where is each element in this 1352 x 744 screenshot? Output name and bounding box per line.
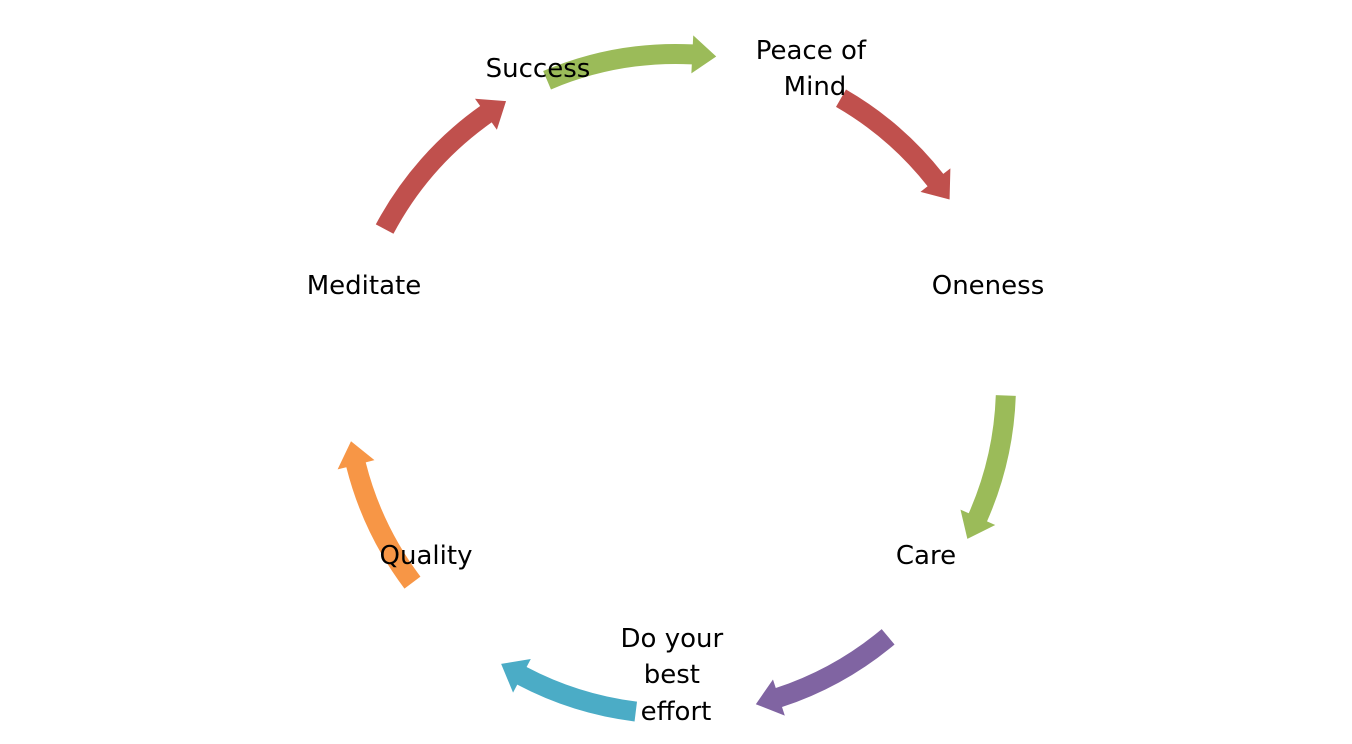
arrow-care-to-do-your-best-effort [755, 629, 895, 716]
arrows-layer [337, 35, 1016, 722]
arrow-oneness-to-care [960, 395, 1016, 539]
node-oneness: Oneness [932, 271, 1045, 301]
node-care: Care [896, 541, 956, 571]
arrow-success-to-peace-of-mind [543, 35, 717, 90]
node-peace-of-mind: Peace of Mind [756, 36, 875, 102]
arrow-quality-to-meditate [337, 441, 421, 589]
node-quality: Quality [380, 541, 473, 571]
arrow-do-your-best-effort-to-quality [501, 659, 637, 722]
labels-layer: Success Peace of Mind Oneness Care Do yo… [307, 36, 1045, 727]
node-meditate: Meditate [307, 271, 421, 301]
arrow-meditate-to-success [375, 98, 507, 234]
arrow-peace-of-mind-to-oneness [836, 89, 951, 200]
node-do-your-best-effort: Do your best effort [621, 624, 732, 727]
node-success: Success [486, 54, 591, 84]
